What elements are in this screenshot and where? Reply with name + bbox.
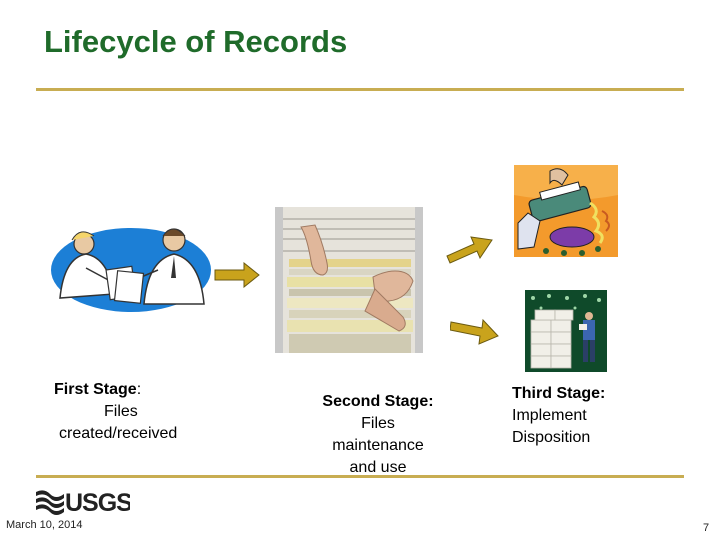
diagonal-arrow-icon: [446, 236, 493, 264]
first-stage-line2: created/received: [59, 425, 178, 442]
usgs-logo-text: USGS: [65, 489, 130, 516]
first-stage-line1: Files: [104, 403, 138, 420]
second-stage-heading: Second Stage:: [322, 393, 434, 410]
second-stage-line2: maintenance: [332, 437, 424, 454]
third-stage-label: Third Stage: Implement Disposition: [512, 383, 662, 449]
top-divider: [36, 88, 684, 91]
second-stage-line1: Files: [361, 415, 395, 432]
right-arrow-icon: [214, 262, 260, 288]
people-exchanging-files-image: [51, 228, 211, 312]
first-stage-label: First Stage: Files created/received: [54, 379, 204, 445]
usgs-logo: USGS: [36, 489, 130, 516]
first-stage-separator: :: [136, 381, 142, 398]
footer-date: March 10, 2014: [6, 519, 83, 531]
bottom-divider: [36, 475, 684, 478]
file-drawer-photo: [275, 207, 423, 353]
page-number: 7: [703, 522, 710, 534]
first-stage-heading: First Stage: [54, 381, 137, 398]
records-storage-image: [525, 290, 607, 372]
paper-shredder-image: [514, 165, 618, 257]
second-stage-line3: and use: [349, 459, 407, 476]
third-stage-line1: Implement: [512, 407, 587, 424]
third-stage-heading: Third Stage:: [512, 385, 606, 402]
slide-title: Lifecycle of Records: [44, 24, 348, 59]
third-stage-line2: Disposition: [512, 429, 591, 446]
right-arrow-icon-2: [450, 318, 499, 345]
second-stage-label: Second Stage: Files maintenance and use: [300, 391, 456, 479]
